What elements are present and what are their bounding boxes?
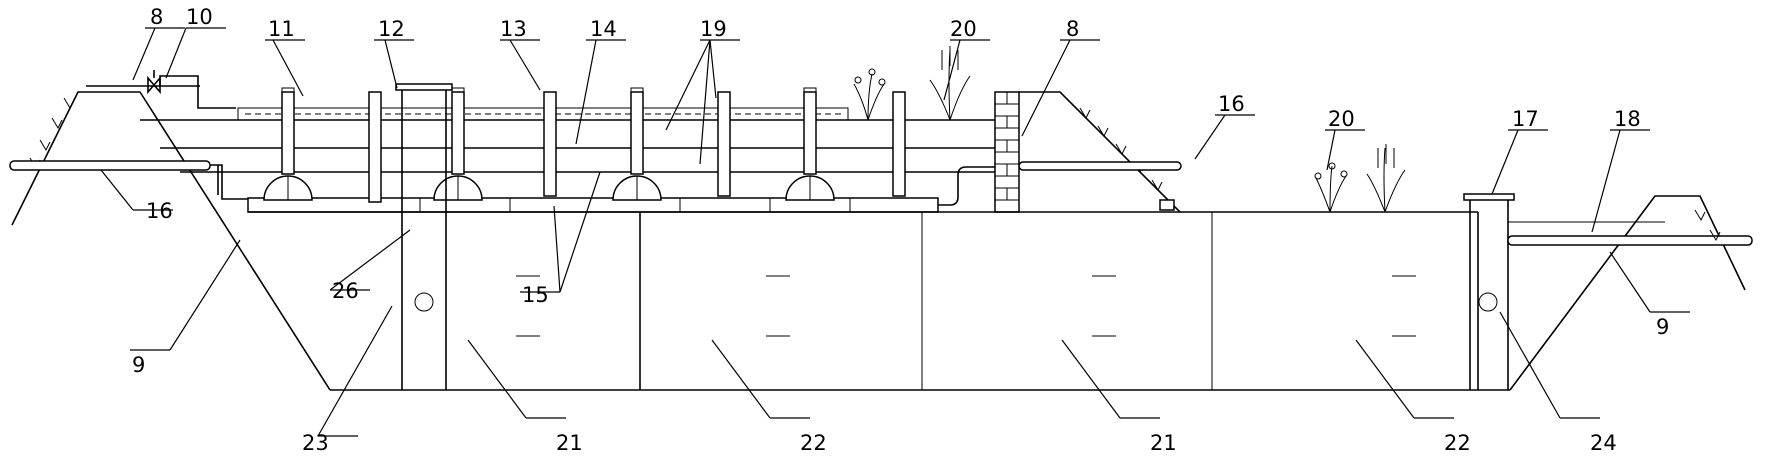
callout-8-right: 8 bbox=[1066, 17, 1079, 41]
right-embankment bbox=[1507, 195, 1753, 391]
callout-20-lower: 20 bbox=[1328, 107, 1355, 131]
leader-lines bbox=[100, 27, 1690, 437]
callout-18: 18 bbox=[1614, 107, 1641, 131]
inlet-pipe-left bbox=[9, 160, 252, 200]
lower-wetland-basin bbox=[248, 193, 1515, 391]
callout-13: 13 bbox=[500, 17, 527, 41]
callout-16-right: 16 bbox=[1218, 92, 1245, 116]
middle-embankment bbox=[1019, 91, 1181, 213]
plant-upper-1 bbox=[853, 68, 886, 121]
plant-lower-2 bbox=[1366, 144, 1406, 213]
callout-22-left: 22 bbox=[800, 431, 827, 455]
wetland-plants bbox=[853, 46, 1406, 213]
callout-26: 26 bbox=[332, 279, 359, 303]
plant-upper-2 bbox=[929, 46, 971, 121]
callout-17: 17 bbox=[1512, 107, 1539, 131]
callout-16-left: 16 bbox=[146, 199, 173, 223]
outlet-pipe-middle bbox=[1018, 161, 1182, 171]
callout-21-right: 21 bbox=[1150, 431, 1177, 455]
callout-9-right: 9 bbox=[1656, 315, 1669, 339]
plant-lower-1 bbox=[1314, 162, 1348, 213]
callout-10: 10 bbox=[186, 5, 213, 29]
callout-15: 15 bbox=[522, 283, 549, 307]
callout-20-upper: 20 bbox=[950, 17, 977, 41]
callout-23: 23 bbox=[302, 431, 329, 455]
callout-8-left: 8 bbox=[150, 5, 163, 29]
inspection-well-12 bbox=[395, 83, 453, 390]
callout-9-left: 9 bbox=[132, 353, 145, 377]
inlet-valve-line bbox=[86, 70, 236, 109]
callout-22-right: 22 bbox=[1444, 431, 1471, 455]
callout-24: 24 bbox=[1590, 431, 1617, 455]
brick-wall bbox=[994, 91, 1020, 213]
callout-14: 14 bbox=[590, 17, 617, 41]
callout-labels: 8 10 11 12 13 14 19 20 8 16 16 20 17 18 … bbox=[132, 5, 1669, 455]
callout-11: 11 bbox=[268, 17, 295, 41]
callout-21-left: 21 bbox=[556, 431, 583, 455]
riser-pipes bbox=[263, 87, 906, 203]
callout-19: 19 bbox=[700, 17, 727, 41]
callout-12: 12 bbox=[378, 17, 405, 41]
upper-tray-layer bbox=[140, 107, 996, 213]
